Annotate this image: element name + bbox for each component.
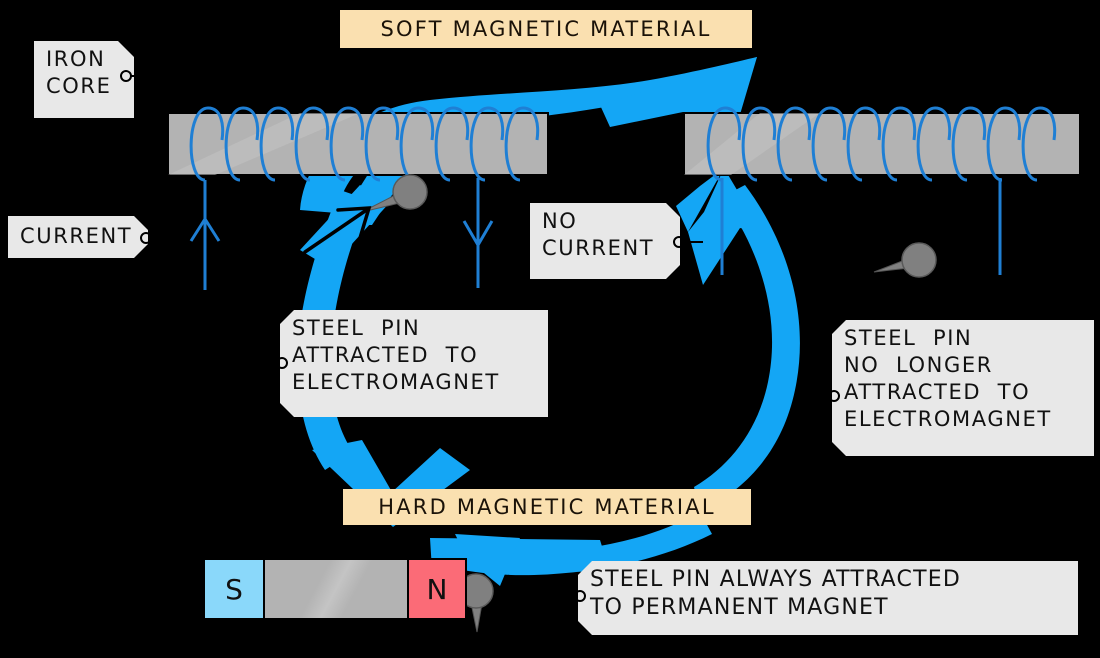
electromagnet-energised: [167, 106, 549, 290]
attraction-arrow-icon: [303, 206, 372, 254]
pin-always-attracted-connector: [558, 590, 586, 602]
steel-pin-detached: [873, 242, 937, 278]
electromagnet-de-energised: [683, 106, 1081, 278]
cycle-arrow-top-head: [600, 57, 757, 135]
banner-hard-magnetic-material: HARD MAGNETIC MATERIAL: [343, 489, 751, 525]
steel-pin-on-permanent-magnet: [458, 573, 494, 633]
steel-pin-head-detached: [901, 242, 937, 278]
steel-pin-head: [392, 174, 428, 210]
iron-core-sheen-right: [684, 113, 820, 175]
cycle-arrow-left-head: [312, 440, 470, 527]
bottom-arrow-tick: [507, 574, 529, 588]
magnet-body-sheen: [265, 560, 407, 618]
label-no-current: NO CURRENT: [530, 203, 680, 279]
label-current: CURRENT: [8, 216, 148, 258]
label-pin-always-attracted: STEEL PIN ALWAYS ATTRACTED TO PERMANENT …: [578, 561, 1078, 635]
label-pin-attracted: STEEL PIN ATTRACTED TO ELECTROMAGNET: [280, 310, 548, 417]
cycle-arrow-left-stub2: [300, 185, 392, 268]
cycle-arrow-right: [694, 185, 800, 512]
banner-soft-magnetic-material: SOFT MAGNETIC MATERIAL: [340, 10, 752, 48]
magnet-south-pole: S: [203, 558, 265, 620]
iron-core-sheen-left: [168, 113, 360, 175]
cycle-arrow-bottom-tip: [455, 534, 520, 586]
permanent-magnet: S N: [203, 558, 467, 620]
magnet-north-pole: N: [407, 558, 467, 620]
cycle-arrow-right-head2: [676, 168, 724, 232]
no-current-connector: [673, 236, 703, 248]
steel-pin-attached: [361, 174, 428, 213]
cycle-arrow-right-head: [688, 168, 762, 285]
pin-attracted-connector: [260, 357, 288, 369]
label-iron-core: IRON CORE: [34, 41, 134, 118]
current-connector: [140, 232, 166, 244]
solenoid-coil-right: [706, 106, 1057, 182]
iron-core-connector: [120, 70, 150, 82]
label-pin-no-longer-attracted: STEEL PIN NO LONGER ATTRACTED TO ELECTRO…: [832, 320, 1094, 456]
pin-no-longer-attracted-connector: [812, 390, 840, 402]
current-arrow-down-icon: [462, 220, 494, 248]
current-arrow-up-icon: [189, 216, 221, 242]
solenoid-coil-left: [189, 106, 540, 182]
